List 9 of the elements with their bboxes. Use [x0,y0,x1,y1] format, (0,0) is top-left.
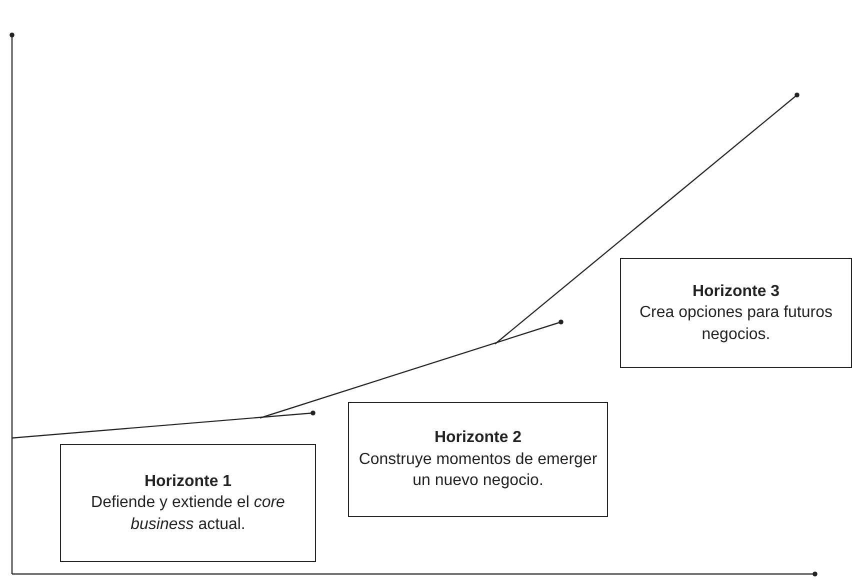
description: Construye momentos de emerger un nuevo negocio. [358,450,598,492]
description: Defiende y extiende el core business actual. [90,493,286,535]
text-box [620,258,852,368]
text-box [348,402,608,517]
heading: Horizonte 3 [692,282,780,302]
heading: Horizonte 2 [434,428,522,448]
heading: Horizonte 1 [144,472,232,492]
text-box [60,444,316,562]
description: Crea opciones para futuros negocios. [638,303,834,345]
